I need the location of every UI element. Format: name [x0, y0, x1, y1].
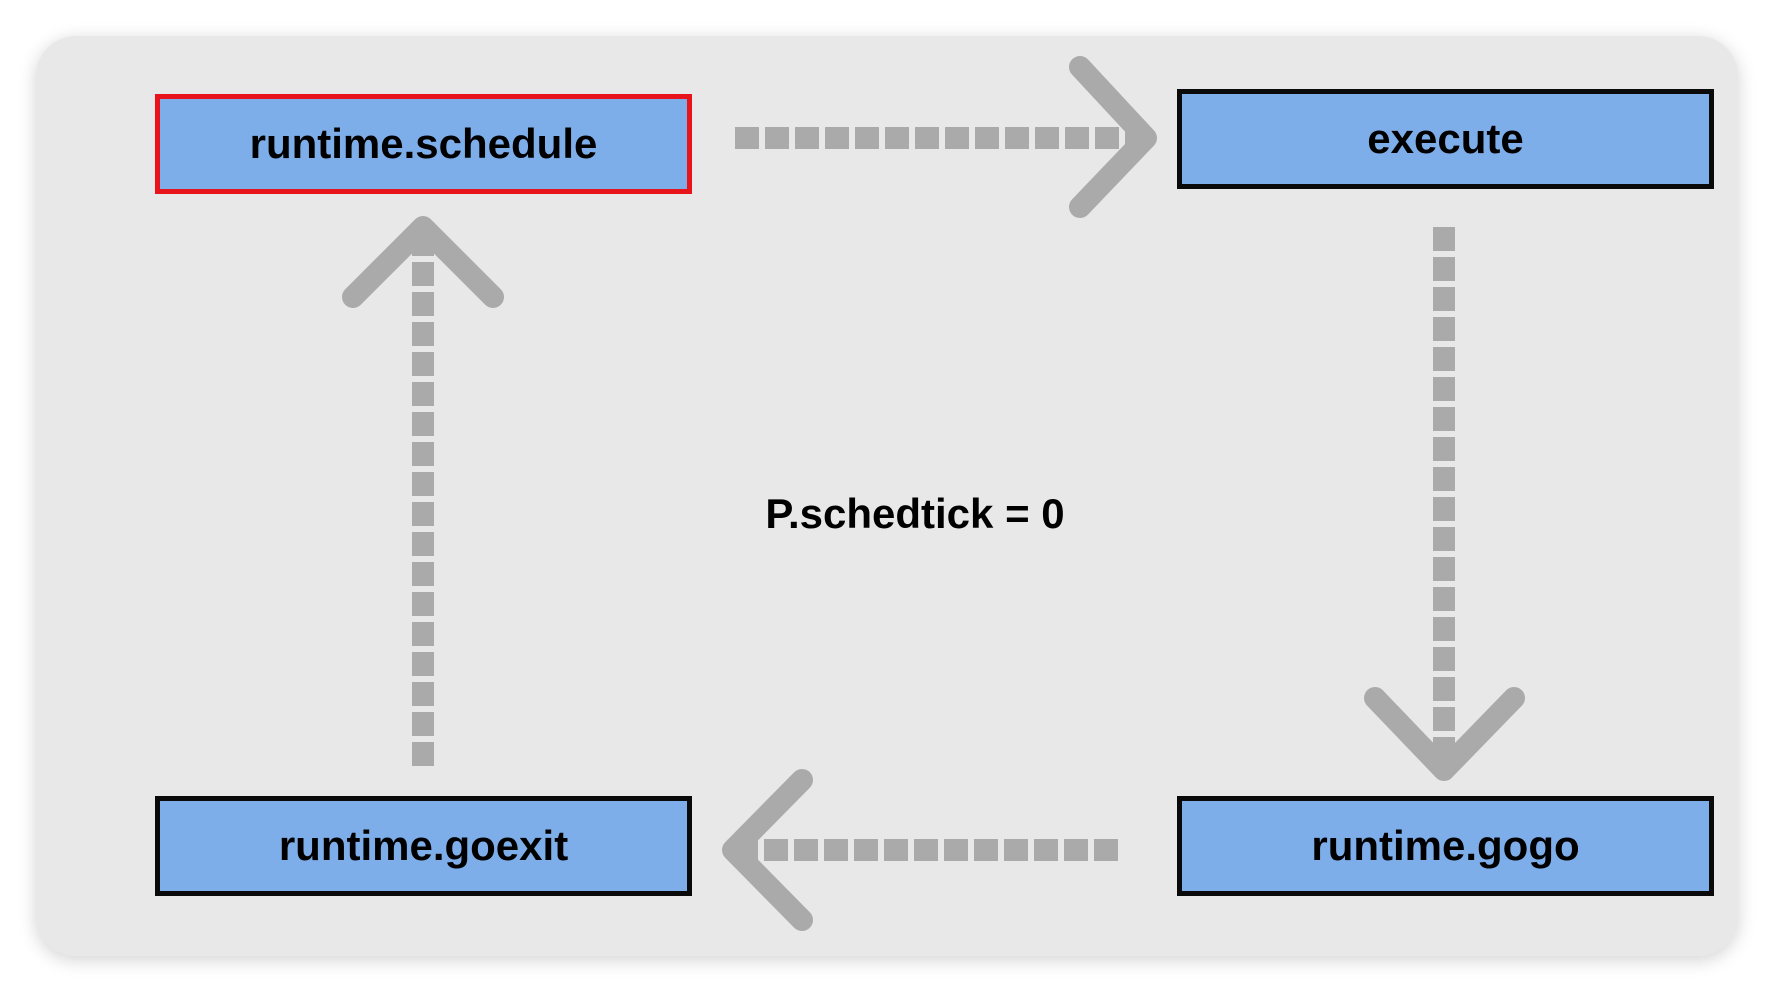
schedtick-label: P.schedtick = 0	[765, 490, 1065, 537]
node-runtime-goexit: runtime.goexit	[155, 796, 692, 896]
arrow-gogo-to-goexit	[722, 769, 1118, 931]
arrow-execute-to-gogo	[1364, 227, 1525, 781]
node-runtime-gogo: runtime.gogo	[1177, 796, 1714, 896]
node-runtime-schedule: runtime.schedule	[155, 94, 692, 194]
node-runtime-schedule-label: runtime.schedule	[249, 120, 598, 167]
arrow-schedule-to-execute	[735, 56, 1157, 218]
node-execute: execute	[1177, 89, 1714, 189]
node-runtime-goexit-label: runtime.goexit	[278, 822, 569, 869]
arrow-goexit-to-schedule	[342, 216, 504, 766]
node-execute-label: execute	[1367, 115, 1524, 162]
node-runtime-gogo-label: runtime.gogo	[1311, 822, 1580, 869]
